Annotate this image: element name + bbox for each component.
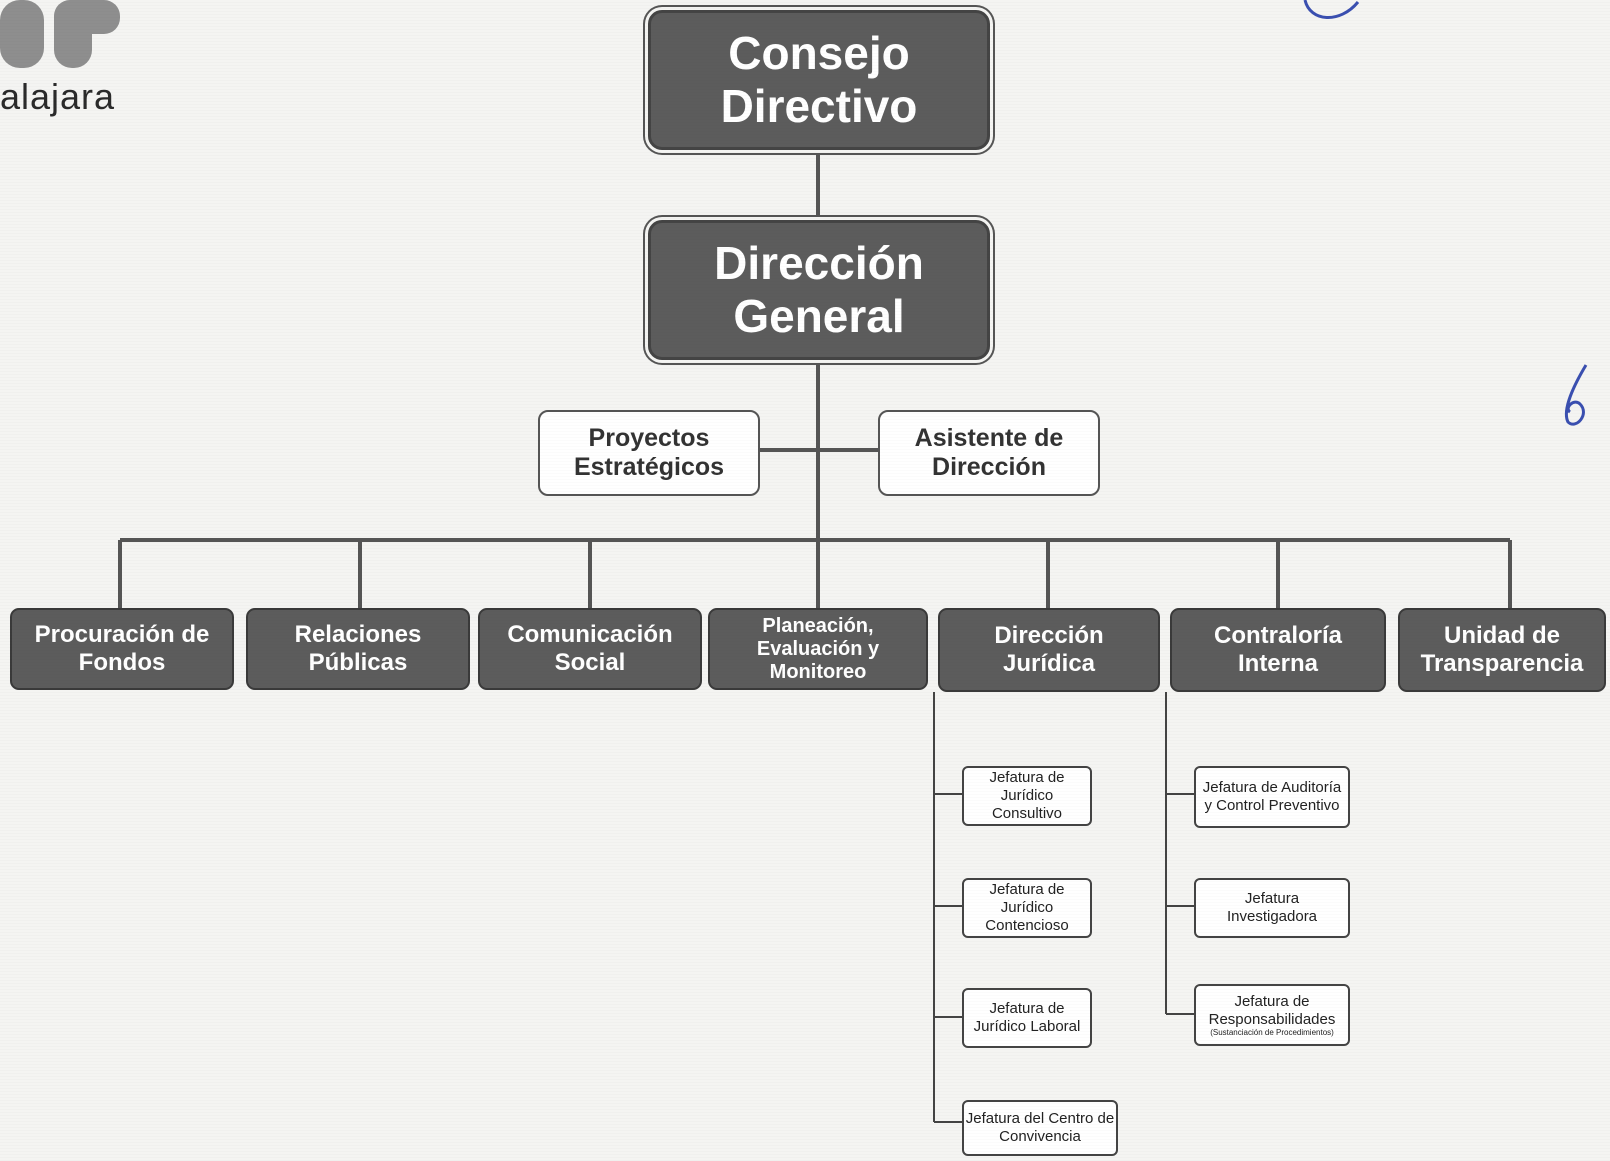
node-direccion-general-label: Dirección General — [714, 237, 924, 342]
node-comunicacion-social-label: Comunicación Social — [507, 621, 673, 676]
node-responsabilidades: Jefatura de Responsabilidades (Sustancia… — [1194, 984, 1350, 1046]
node-juridico-laboral-label: Jefatura de Jurídico Laboral — [973, 1000, 1081, 1035]
node-responsabilidades-note: (Sustanciación de Procedimientos) — [1210, 1027, 1334, 1037]
node-auditoria-control-label: Jefatura de Auditoría y Control Preventi… — [1202, 779, 1342, 814]
node-direccion-juridica-label: Dirección Jurídica — [994, 622, 1104, 677]
node-asistente-direccion: Asistente de Dirección — [878, 410, 1100, 496]
node-procuracion-fondos-label: Procuración de Fondos — [34, 621, 210, 676]
logo — [0, 0, 130, 75]
node-contraloria-interna-label: Contraloría Interna — [1213, 622, 1342, 677]
node-proyectos-estrategicos-label: Proyectos Estratégicos — [573, 424, 725, 481]
node-investigadora-label: Jefatura Investigadora — [1226, 890, 1318, 925]
node-proyectos-estrategicos: Proyectos Estratégicos — [538, 410, 760, 496]
node-juridico-contencioso: Jefatura de Jurídico Contencioso — [962, 878, 1092, 938]
node-unidad-transparencia: Unidad de Transparencia — [1398, 608, 1606, 692]
node-direccion-juridica: Dirección Jurídica — [938, 608, 1160, 692]
node-responsabilidades-label: Jefatura de Responsabilidades — [1208, 992, 1336, 1028]
node-comunicacion-social: Comunicación Social — [478, 608, 702, 690]
node-juridico-consultivo-label: Jefatura de Jurídico Consultivo — [989, 769, 1065, 822]
node-juridico-laboral: Jefatura de Jurídico Laboral — [962, 988, 1092, 1048]
logo-text: alajara — [0, 76, 116, 117]
node-relaciones-publicas: Relaciones Públicas — [246, 608, 470, 690]
ink-mark-top — [1303, 0, 1360, 19]
node-asistente-direccion-label: Asistente de Dirección — [914, 424, 1064, 481]
node-juridico-consultivo: Jefatura de Jurídico Consultivo — [962, 766, 1092, 826]
node-unidad-transparencia-label: Unidad de Transparencia — [1420, 622, 1584, 677]
node-planeacion: Planeación, Evaluación y Monitoreo — [708, 608, 928, 690]
node-auditoria-control: Jefatura de Auditoría y Control Preventi… — [1194, 766, 1350, 828]
node-investigadora: Jefatura Investigadora — [1194, 878, 1350, 938]
node-centro-convivencia: Jefatura del Centro de Convivencia — [962, 1100, 1118, 1156]
node-procuracion-fondos: Procuración de Fondos — [10, 608, 234, 690]
node-relaciones-publicas-label: Relaciones Públicas — [294, 621, 422, 676]
ink-mark-side — [1564, 364, 1588, 426]
node-consejo-directivo-label: Consejo Directivo — [720, 27, 918, 132]
node-juridico-contencioso-label: Jefatura de Jurídico Contencioso — [985, 881, 1069, 934]
node-contraloria-interna: Contraloría Interna — [1170, 608, 1386, 692]
node-direccion-general: Dirección General — [648, 220, 990, 360]
node-centro-convivencia-label: Jefatura del Centro de Convivencia — [965, 1110, 1115, 1145]
logo-mark-icon — [0, 0, 120, 68]
node-planeacion-label: Planeación, Evaluación y Monitoreo — [756, 614, 880, 683]
node-consejo-directivo: Consejo Directivo — [648, 10, 990, 150]
